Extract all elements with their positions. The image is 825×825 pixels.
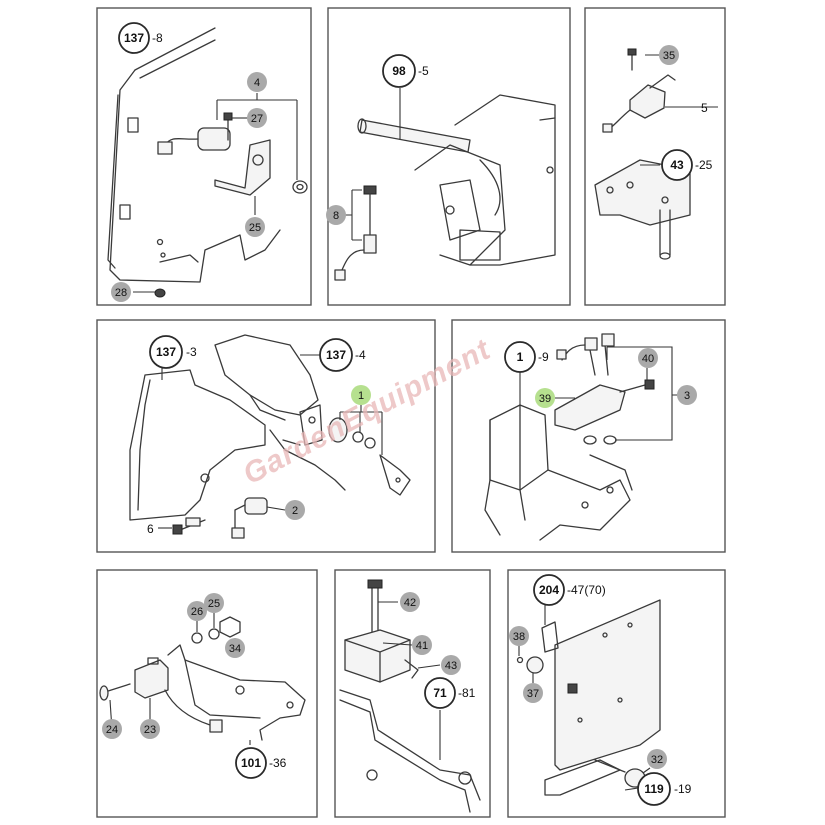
panel-6-callout-2: 25	[204, 593, 224, 613]
panel-8: 204 -47(70) 38 37 32 119 -19	[507, 569, 726, 818]
panel-1-ref-1: 137 -8	[118, 22, 163, 54]
p1-plate	[109, 69, 281, 283]
panel-6-ref-1: 101 -36	[235, 747, 287, 779]
panel-6-frame	[96, 569, 318, 818]
ref-suffix: -19	[674, 782, 692, 796]
callout-number: 24	[106, 724, 118, 736]
ref-number: 137	[124, 31, 144, 45]
panel-4-plain-1: 6	[147, 522, 154, 536]
panel-6-callout-4: 24	[102, 719, 122, 739]
callout-number: 37	[527, 688, 539, 700]
panel-3-frame	[584, 7, 726, 306]
panel-3-callout-1: 35	[659, 45, 679, 65]
panel-2-frame	[327, 7, 571, 306]
callout-number: 25	[249, 222, 261, 234]
panel-4-callout-1: 1	[351, 385, 371, 405]
ref-suffix: -5	[418, 64, 429, 78]
ref-number: 71	[433, 686, 447, 700]
callout-number: 34	[229, 643, 241, 655]
callout-number: 38	[513, 631, 525, 643]
callout-number: 40	[642, 353, 654, 365]
panel-1-callout-4: 28	[111, 282, 131, 302]
ref-number: 137	[326, 348, 346, 362]
ref-suffix: -9	[538, 350, 549, 364]
panel-7-callout-3: 43	[441, 655, 461, 675]
callout-number: 8	[333, 210, 339, 222]
panel-3-ref-1: 43 -25	[661, 149, 713, 181]
callout-number: 25	[208, 598, 220, 610]
panel-1-callout-1: 4	[247, 72, 267, 92]
ref-number: 1	[517, 350, 524, 364]
panel-8-ref-2: 119 -19	[637, 772, 692, 806]
ref-suffix: -36	[269, 756, 287, 770]
panel-4-ref-1: 137 -3	[149, 335, 197, 369]
panel-4-callout-2: 2	[285, 500, 305, 520]
panel-6: 26 25 34 24 23 101 -36	[96, 569, 318, 818]
callout-number: 41	[416, 640, 428, 652]
ref-suffix: -4	[355, 348, 366, 362]
ref-number: 119	[644, 782, 664, 796]
panel-6-callout-1: 26	[187, 601, 207, 621]
panel-8-ref-1: 204 -47(70)	[533, 574, 606, 606]
panel-7-ref-1: 71 -81	[424, 677, 476, 709]
ref-number: 43	[670, 158, 684, 172]
ref-number: 101	[241, 756, 261, 770]
panel-7-callout-2: 41	[412, 635, 432, 655]
ref-suffix: -81	[458, 686, 476, 700]
panel-1-callout-3: 25	[245, 217, 265, 237]
panel-5-callout-2: 39	[535, 388, 555, 408]
panel-4-frame	[96, 319, 436, 553]
p8-plate	[554, 599, 661, 771]
panel-2: 98 -5 8	[326, 7, 571, 306]
callout-number: 2	[292, 505, 298, 517]
ref-number: 137	[156, 345, 176, 359]
panel-2-ref-1: 98 -5	[382, 54, 429, 88]
ref-number: 204	[539, 583, 559, 597]
callout-number: 39	[539, 393, 551, 405]
p4-fender-left	[129, 369, 266, 521]
callout-number: 26	[191, 606, 203, 618]
panel-5-ref-1: 1 -9	[504, 341, 549, 373]
p6-bracket	[167, 644, 306, 741]
panel-3: 35 5 43 -25	[584, 7, 726, 306]
ref-suffix: -3	[186, 345, 197, 359]
callout-number: 4	[254, 77, 260, 89]
callout-number: 35	[663, 50, 675, 62]
panel-4-ref-2: 137 -4	[319, 338, 366, 372]
panel-7-callout-1: 42	[400, 592, 420, 612]
callout-number: 27	[251, 113, 263, 125]
panel-6-callout-5: 23	[140, 719, 160, 739]
panel-8-callout-1: 38	[509, 626, 529, 646]
p4-keyswitch	[328, 417, 348, 443]
panel-3-plain-1: 5	[701, 101, 708, 115]
panel-1: 137 -8 4 27 25 28	[96, 7, 312, 306]
ref-number: 98	[392, 64, 406, 78]
panel-1-callout-2: 27	[247, 108, 267, 128]
panel-8-callout-3: 32	[647, 749, 667, 769]
p4-fender-right	[214, 334, 319, 416]
callout-number: 28	[115, 287, 127, 299]
callout-number: 23	[144, 724, 156, 736]
panel-2-callout-1: 8	[326, 205, 346, 225]
ref-suffix: -25	[695, 158, 713, 172]
panel-6-callout-3: 34	[225, 638, 245, 658]
p1-solenoid	[197, 127, 231, 151]
panel-4: 137 -3 137 -4 1 2 6	[96, 319, 436, 553]
callout-number: 43	[445, 660, 457, 672]
callout-number: 42	[404, 597, 416, 609]
panel-5-callout-3: 3	[677, 385, 697, 405]
ref-suffix: -8	[152, 31, 163, 45]
callout-number: 1	[358, 390, 364, 402]
p7-block	[344, 629, 411, 683]
callout-number: 32	[651, 754, 663, 766]
ref-suffix: -47(70)	[567, 583, 606, 597]
panel-5-callout-1: 40	[638, 348, 658, 368]
panel-8-callout-2: 37	[523, 683, 543, 703]
callout-number: 3	[684, 390, 690, 402]
panel-7: 42 41 43 71 -81	[334, 569, 491, 818]
panel-5: 1 -9 40 39 3	[451, 319, 726, 553]
